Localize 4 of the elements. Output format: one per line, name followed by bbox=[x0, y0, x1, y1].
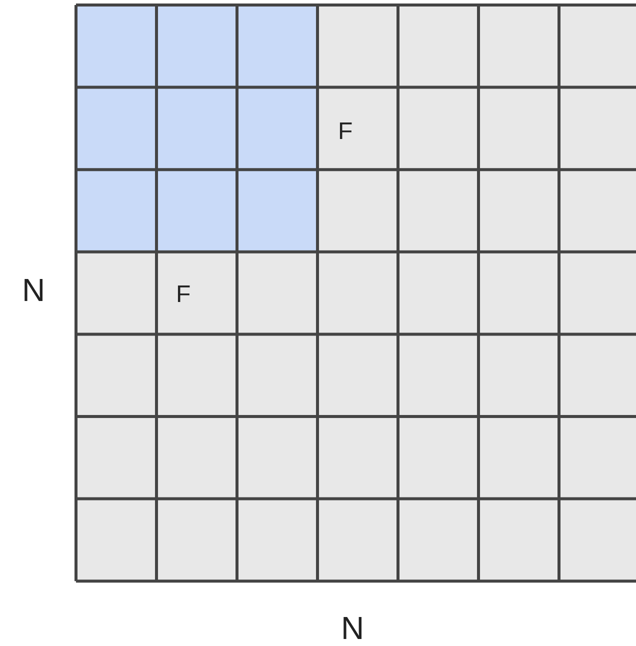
axis-label: N bbox=[22, 274, 46, 306]
cell-label: F bbox=[338, 120, 353, 144]
cell-label: F bbox=[176, 283, 191, 307]
axis-label: N bbox=[341, 612, 364, 644]
